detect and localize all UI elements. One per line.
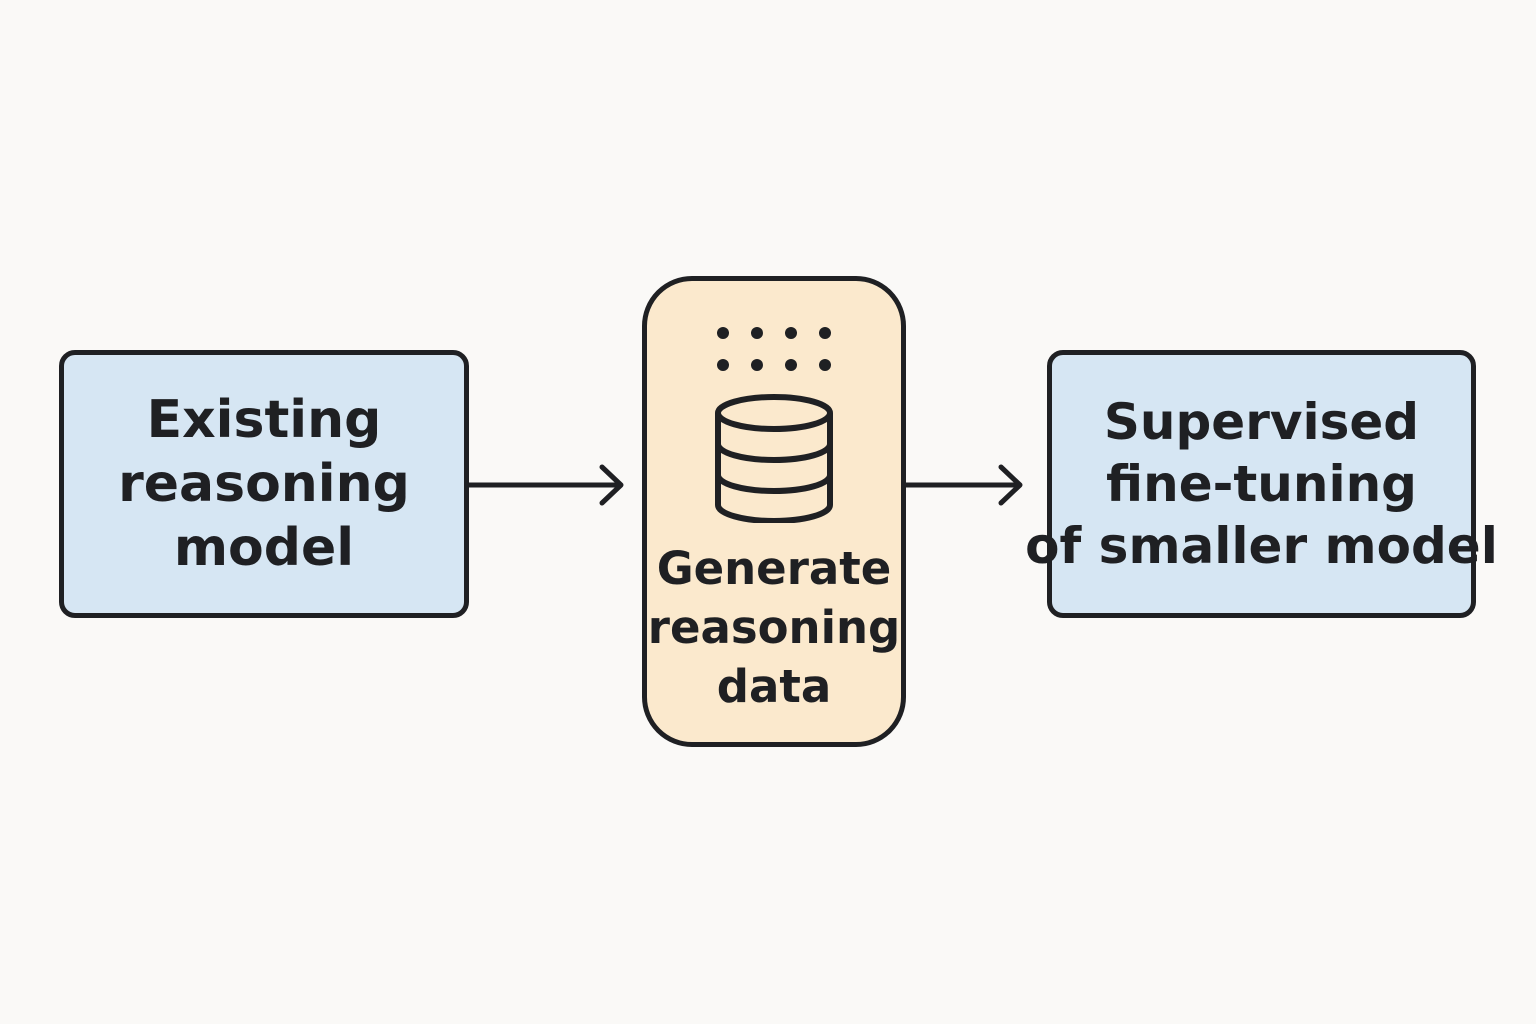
supervised-fine-tuning-label: Supervised fine-tuning of smaller model: [1025, 391, 1498, 577]
node-label-line: reasoning: [118, 454, 410, 514]
node-label-line: Generate: [656, 542, 892, 595]
generate-reasoning-data-label: Generate reasoning data: [648, 539, 901, 716]
node-label-line: Supervised: [1103, 393, 1420, 451]
node-label-line: data: [716, 660, 832, 713]
data-dots-icon: [717, 327, 831, 371]
existing-reasoning-model-label: Existing reasoning model: [118, 388, 410, 580]
arrow-existing-to-generate: [466, 464, 624, 506]
arrow-generate-to-sft: [903, 464, 1023, 506]
node-label-line: reasoning: [647, 601, 901, 654]
node-label-line: model: [173, 518, 355, 578]
supervised-fine-tuning-node: Supervised fine-tuning of smaller model: [1025, 350, 1498, 618]
node-label-line: Existing: [146, 390, 382, 450]
existing-reasoning-model-node: Existing reasoning model: [59, 350, 469, 618]
generate-reasoning-data-node: Generate reasoning data: [642, 276, 906, 747]
node-label-line: fine-tuning: [1106, 455, 1417, 513]
database-icon: [715, 327, 833, 523]
node-label-line: of smaller model: [1025, 517, 1498, 575]
